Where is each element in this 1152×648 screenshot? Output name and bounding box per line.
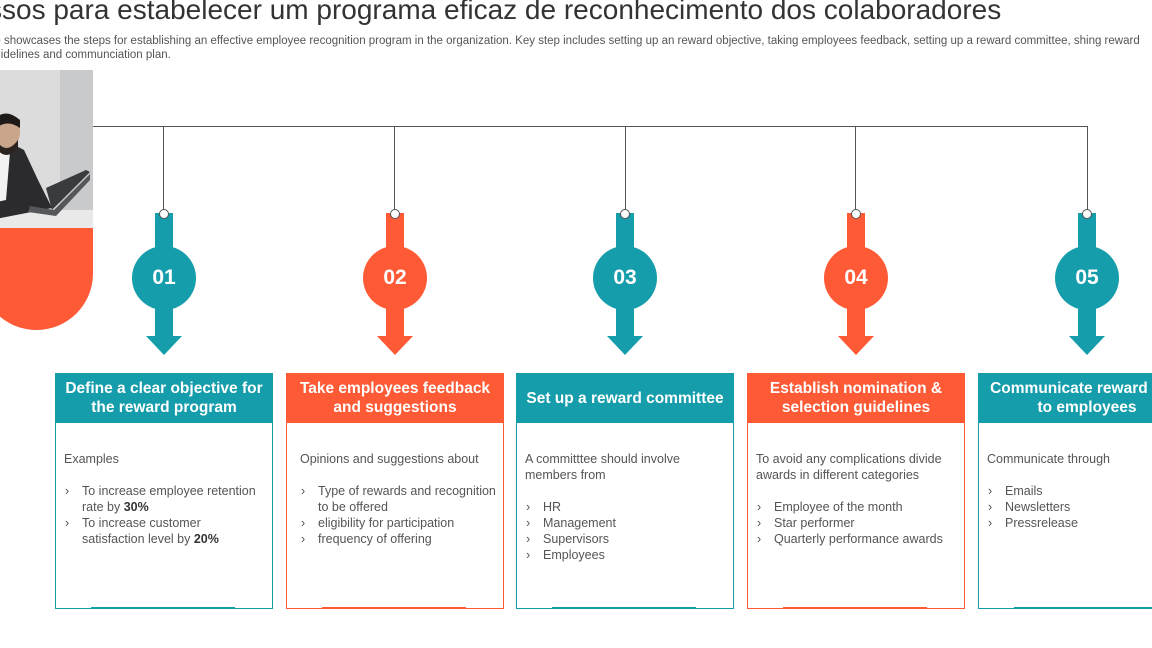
step-card: Establish nomination & selection guideli… — [747, 373, 965, 609]
list-item: Star performer — [756, 515, 956, 531]
businessman-photo — [0, 70, 93, 230]
connector-dot — [851, 209, 861, 219]
list-item: eligibility for participation — [300, 515, 500, 531]
step-card-title: Establish nomination & selection guideli… — [747, 373, 965, 423]
connector-stem — [155, 213, 173, 255]
step-card-body: Opinions and suggestions about Type of r… — [300, 451, 500, 547]
step-number-badge: 04 — [824, 246, 888, 310]
drop-line-01 — [163, 126, 164, 214]
drop-line-02 — [394, 126, 395, 214]
list-item: frequency of offering — [300, 531, 500, 547]
step-card-body: To avoid any complications divide awards… — [756, 451, 956, 547]
step-number-badge: 02 — [363, 246, 427, 310]
list-item: To increase customer satisfaction level … — [64, 515, 264, 547]
card-accent-line — [1014, 607, 1152, 609]
list-item: Type of rewards and recognition to be of… — [300, 483, 500, 515]
arrow-down-icon — [146, 336, 182, 355]
connector-dot — [620, 209, 630, 219]
step-title-text: Establish nomination & selection guideli… — [769, 380, 943, 416]
step-card-title: Communicate reward plan to employees — [978, 373, 1152, 423]
arrow-down-icon — [1069, 336, 1105, 355]
list-item: Quarterly performance awards — [756, 531, 956, 547]
step-card-body: Examples To increase employee retention … — [64, 451, 264, 547]
step-03: 03 Set up a reward committee A committte… — [516, 205, 734, 609]
connector-dot — [159, 209, 169, 219]
step-list: Type of rewards and recognition to be of… — [300, 483, 500, 547]
list-item: Pressrelease — [987, 515, 1152, 531]
businessman-image — [0, 70, 93, 230]
step-title-text: Communicate reward plan to employees — [990, 380, 1152, 416]
arrow-shaft — [1078, 305, 1096, 336]
card-accent-line — [552, 607, 696, 609]
step-number-badge: 01 — [132, 246, 196, 310]
step-card: Define a clear objective for the reward … — [55, 373, 273, 609]
step-intro: To avoid any complications divide awards… — [756, 452, 942, 482]
connector-stem — [847, 213, 865, 255]
step-card: Set up a reward committee A committtee s… — [516, 373, 734, 609]
list-item: HR — [525, 499, 725, 515]
step-list: To increase employee retention rate by 3… — [64, 483, 264, 547]
arrow-down-icon — [838, 336, 874, 355]
step-02: 02 Take employees feedback and suggestio… — [286, 205, 504, 609]
arrow-shaft — [155, 305, 173, 336]
list-item: To increase employee retention rate by 3… — [64, 483, 264, 515]
arrow-shaft — [847, 305, 865, 336]
list-item: Employee of the month — [756, 499, 956, 515]
step-card-body: Communicate through Emails Newsletters P… — [987, 451, 1152, 531]
step-title-text: Take employees feedback and suggestions — [299, 380, 491, 416]
step-04: 04 Establish nomination & selection guid… — [747, 205, 965, 609]
step-card-body: A committtee should involve members from… — [525, 451, 725, 563]
list-item: Management — [525, 515, 725, 531]
card-accent-line — [783, 607, 927, 609]
connector-dot — [1082, 209, 1092, 219]
arrow-down-icon — [607, 336, 643, 355]
card-accent-line — [322, 607, 466, 609]
step-card: Take employees feedback and suggestions … — [286, 373, 504, 609]
drop-line-03 — [625, 126, 626, 214]
list-item: Newsletters — [987, 499, 1152, 515]
arrow-shaft — [616, 305, 634, 336]
page-subtitle: de showcases the steps for establishing … — [0, 35, 1140, 61]
connector-dot — [390, 209, 400, 219]
drop-line-04 — [855, 126, 856, 214]
step-card: Communicate reward plan to employees Com… — [978, 373, 1152, 609]
step-card-title: Take employees feedback and suggestions — [286, 373, 504, 423]
arrow-down-icon — [377, 336, 413, 355]
connector-stem — [616, 213, 634, 255]
step-card-title: Set up a reward committee — [516, 373, 734, 423]
step-05: 05 Communicate reward plan to employees … — [978, 205, 1152, 609]
timeline-line — [93, 126, 1088, 127]
list-item: Supervisors — [525, 531, 725, 547]
arrow-shaft — [386, 305, 404, 336]
list-item: Emails — [987, 483, 1152, 499]
step-01: 01 Define a clear objective for the rewa… — [55, 205, 273, 609]
step-list: Employee of the month Star performer Qua… — [756, 499, 956, 547]
list-item: Employees — [525, 547, 725, 563]
step-card-title: Define a clear objective for the reward … — [55, 373, 273, 423]
step-title-text: Define a clear objective for the reward … — [65, 380, 263, 416]
step-title-text: Set up a reward committee — [526, 389, 724, 407]
step-list: HR Management Supervisors Employees — [525, 499, 725, 563]
step-intro: A committtee should involve members from — [525, 452, 680, 482]
connector-stem — [1078, 213, 1096, 255]
card-accent-line — [91, 607, 235, 609]
step-number-badge: 03 — [593, 246, 657, 310]
step-intro: Opinions and suggestions about — [300, 452, 479, 466]
connector-stem — [386, 213, 404, 255]
drop-line-05 — [1087, 126, 1088, 214]
step-number-badge: 05 — [1055, 246, 1119, 310]
page-title: ssos para estabelecer um programa eficaz… — [0, 0, 1002, 25]
step-intro: Communicate through — [987, 452, 1110, 466]
step-list: Emails Newsletters Pressrelease — [987, 483, 1152, 531]
step-intro: Examples — [64, 452, 119, 466]
